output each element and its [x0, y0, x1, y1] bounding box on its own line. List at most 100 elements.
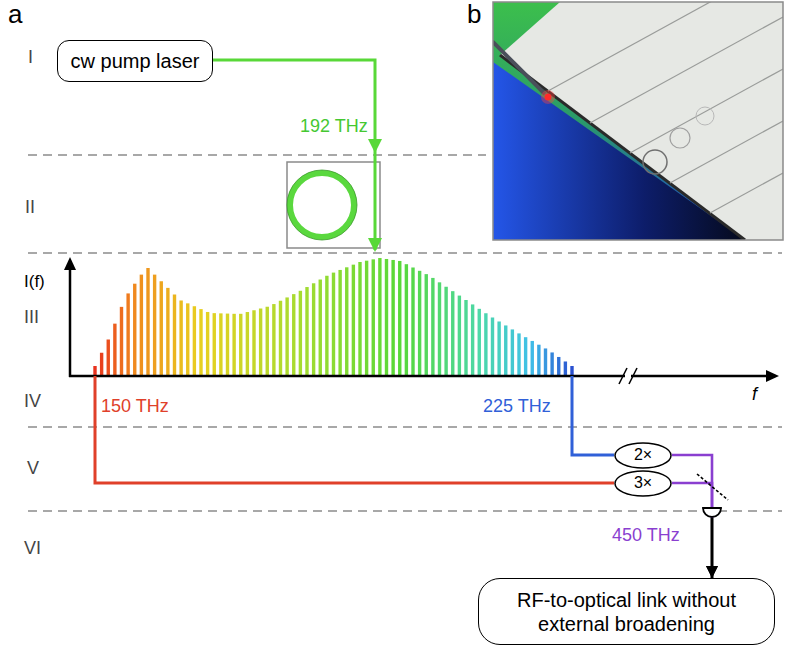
- frequency-multiplier: 2×: [614, 442, 672, 469]
- stage-numeral: V: [27, 458, 39, 478]
- comb-line: [458, 296, 461, 376]
- stage-numeral-holder: III: [24, 307, 39, 328]
- stage-numeral-holder: V: [27, 458, 39, 479]
- comb-line: [398, 261, 401, 376]
- chip-photo: [493, 2, 783, 240]
- arrow-head: [64, 257, 76, 270]
- axis-break: [629, 368, 637, 384]
- comb-line: [120, 307, 123, 376]
- comb-line: [173, 295, 176, 377]
- chip-edge: [500, 55, 745, 240]
- connectors: [672, 455, 712, 578]
- signal-connector: [672, 455, 712, 578]
- comb-line: [431, 278, 434, 376]
- frequency-label: 225 THz: [483, 396, 551, 416]
- comb-line: [199, 309, 202, 376]
- stage-numeral-holder: II: [25, 197, 35, 218]
- panel-letter: b: [467, 0, 481, 29]
- dashed-separator: [28, 154, 486, 155]
- stage-numeral-holder: I: [28, 47, 33, 68]
- node-text: 2×: [634, 445, 652, 464]
- comb-line: [93, 366, 96, 376]
- output-box: RF-to-optical link without external broa…: [478, 578, 775, 645]
- axis-label-holder: f: [752, 384, 757, 405]
- lensed-fiber: [493, 35, 545, 94]
- stage-numeral: II: [25, 197, 35, 217]
- dashed-separator: [28, 252, 782, 253]
- waveguide: [590, 17, 783, 123]
- pump-beam: [213, 60, 375, 250]
- node-text: cw pump laser: [71, 49, 200, 73]
- comb-line: [464, 300, 467, 376]
- node-text: 3×: [634, 473, 652, 492]
- comb-line: [113, 324, 116, 376]
- comb-line: [531, 341, 534, 376]
- panel-letter-holder: a: [8, 0, 22, 30]
- chip-surface: [500, 2, 783, 240]
- dashed-separator: [28, 510, 782, 511]
- waveguide: [548, 2, 783, 91]
- ring-outline: [287, 170, 357, 240]
- comb-line: [385, 259, 388, 376]
- comb-line: [146, 268, 149, 376]
- frequency-multiplier: 3×: [614, 470, 672, 497]
- comb-line: [544, 348, 547, 376]
- frequency-label-holder: 450 THz: [612, 525, 680, 546]
- axis-break-gap: [625, 372, 631, 380]
- comb-line: [471, 304, 474, 376]
- photodetector: [703, 508, 721, 517]
- comb-line: [372, 259, 375, 376]
- comb-line: [325, 276, 328, 376]
- comb-line: [219, 313, 222, 376]
- comb-line: [491, 318, 494, 377]
- waveguide: [710, 173, 783, 213]
- comb-line: [259, 309, 262, 377]
- comb-line: [279, 301, 282, 376]
- blue-comb-line-path: [572, 376, 614, 455]
- stage-numeral: I: [28, 47, 33, 67]
- comb-line: [517, 333, 520, 376]
- comb-line: [213, 313, 216, 376]
- comb-line: [126, 293, 129, 376]
- comb-line: [358, 262, 361, 376]
- comb-line: [226, 314, 229, 376]
- waveguide: [630, 69, 783, 153]
- waveguides: [548, 2, 783, 213]
- comb-line: [557, 357, 560, 376]
- comb-line: [511, 329, 514, 376]
- comb-line: [160, 281, 163, 376]
- comb-line: [411, 268, 414, 377]
- stage-numeral: VI: [24, 538, 41, 558]
- comb-line: [405, 264, 408, 376]
- comb-line: [338, 270, 341, 376]
- comb-line: [418, 271, 421, 376]
- comb-line: [285, 297, 288, 376]
- comb-line: [451, 291, 454, 376]
- stage-numeral: III: [24, 307, 39, 327]
- stage-numeral: IV: [24, 391, 41, 411]
- axis-label-holder: I(f): [24, 272, 45, 292]
- comb-line: [438, 282, 441, 376]
- ellipse-shape: [615, 443, 671, 468]
- comb-line: [345, 267, 348, 376]
- stage-numeral-holder: VI: [24, 538, 41, 559]
- microring: [643, 150, 667, 174]
- frequency-label: 192 THz: [300, 116, 368, 136]
- comb-line: [570, 366, 573, 376]
- y-axis: [69, 268, 72, 377]
- axis-label: f: [752, 384, 757, 404]
- comb-line: [232, 314, 235, 376]
- comb-line: [332, 273, 335, 376]
- arrow-head: [368, 139, 382, 153]
- photo-background: [493, 2, 783, 240]
- comb-line: [550, 352, 553, 376]
- arrow-head: [368, 238, 382, 252]
- comb-line: [107, 340, 110, 377]
- beam-splitter: [697, 474, 728, 500]
- microring: [696, 107, 714, 125]
- waveguide: [670, 121, 783, 183]
- comb-line: [100, 353, 103, 376]
- ring-resonator: [290, 173, 354, 237]
